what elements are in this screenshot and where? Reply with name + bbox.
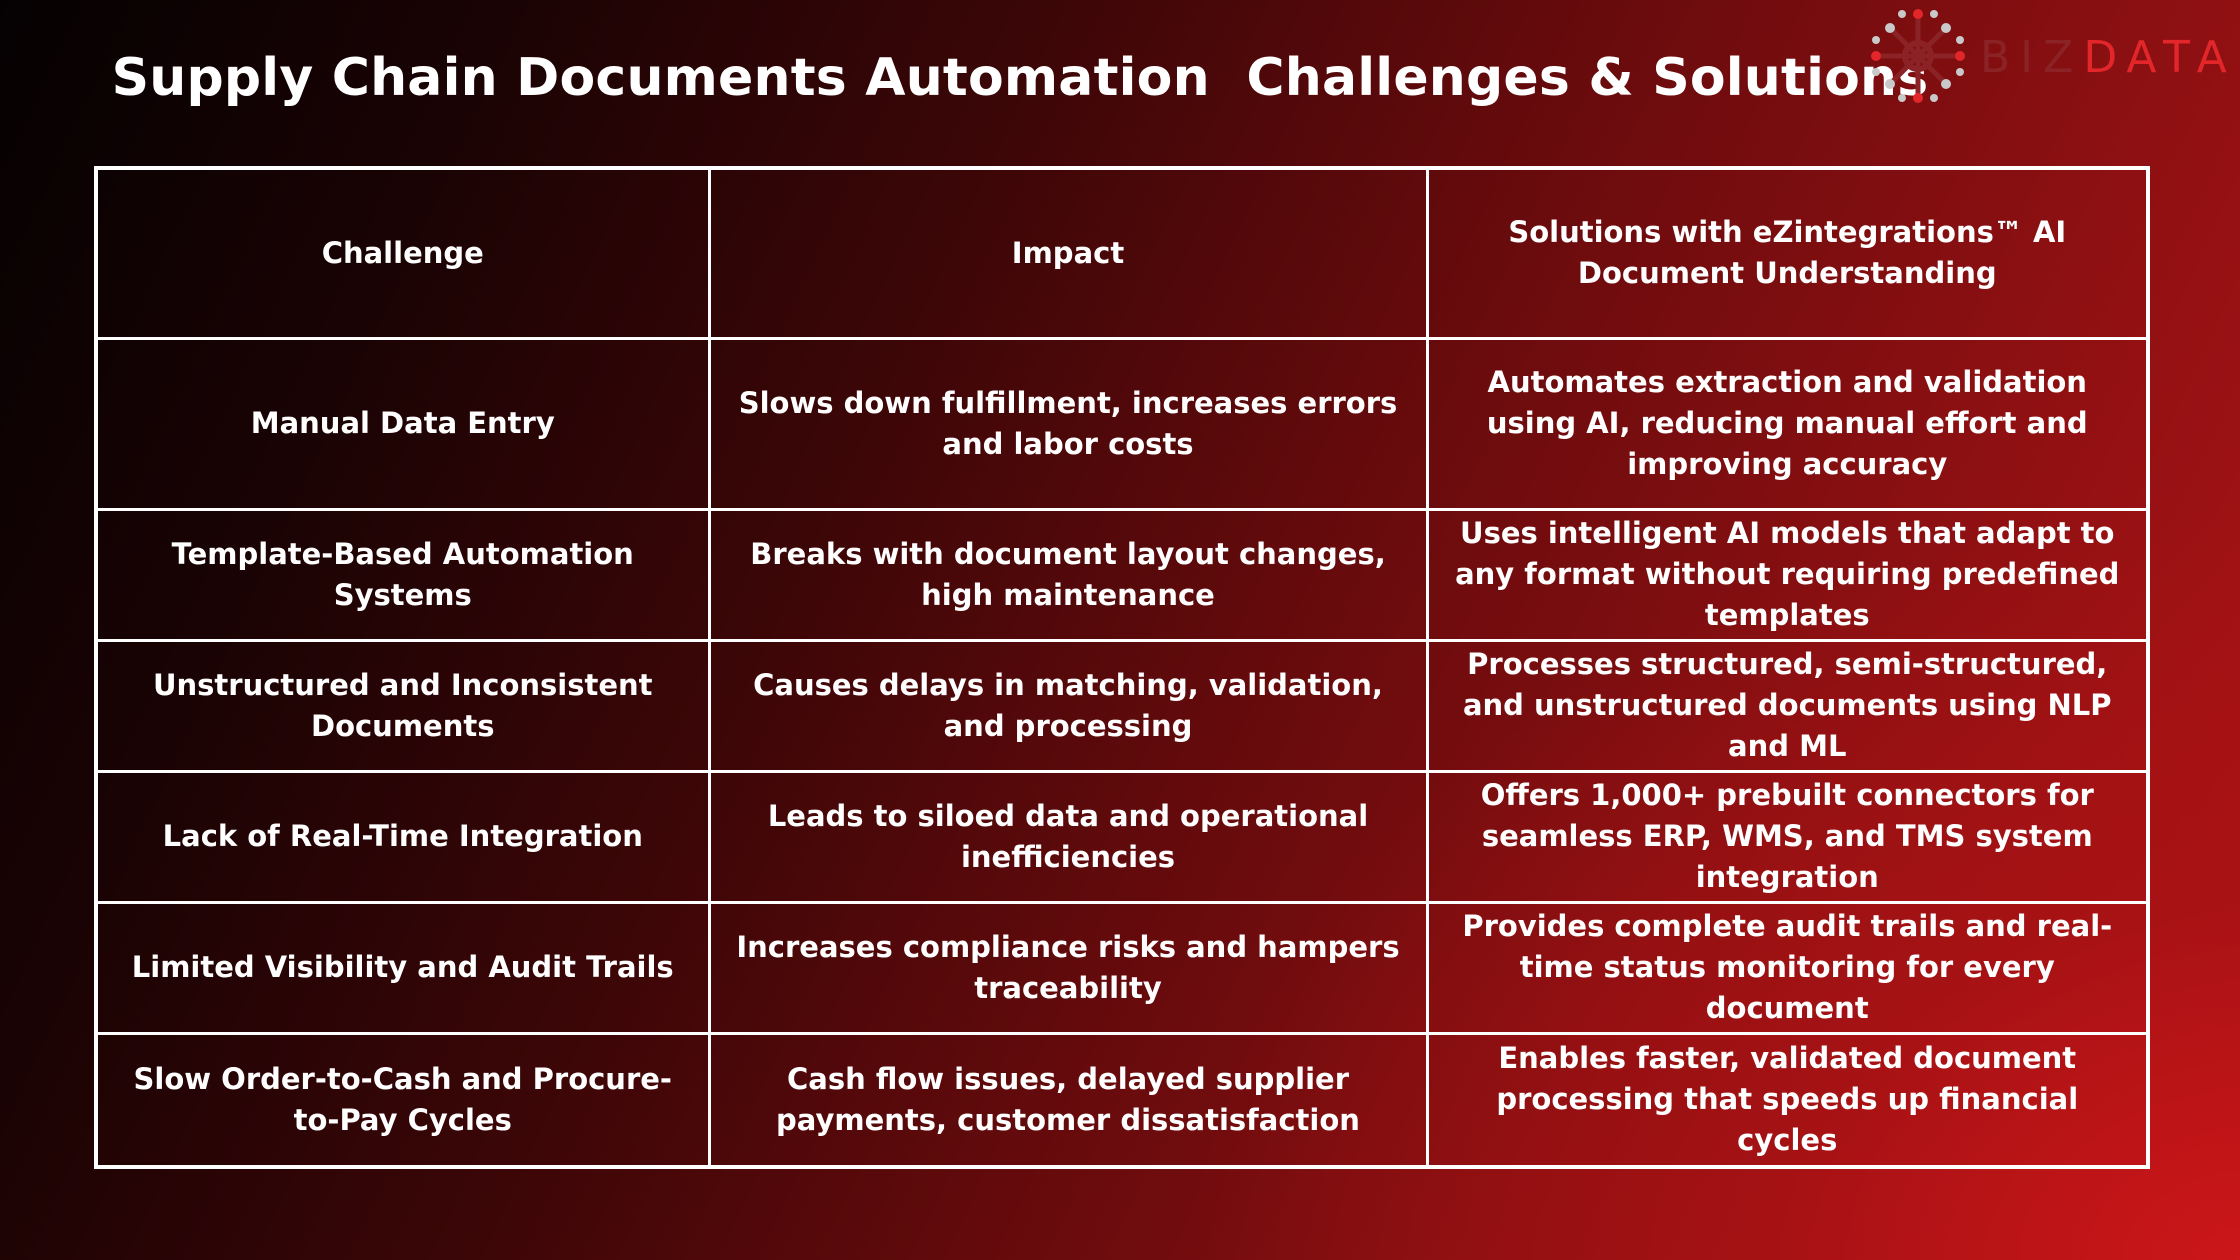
challenge-cell: Slow Order-to-Cash and Procure-to-Pay Cy… [94, 1031, 711, 1169]
impact-cell: Increases compliance risks and hampers t… [707, 900, 1429, 1035]
solution-cell: Enables faster, validated document proce… [1425, 1031, 2150, 1169]
logo-text-biz: BIZ [1980, 32, 2084, 83]
solution-cell: Provides complete audit trails and real-… [1425, 900, 2150, 1035]
challenge-cell: Lack of Real-Time Integration [94, 769, 711, 904]
challenge-cell: Unstructured and Inconsistent Documents [94, 638, 711, 773]
header-impact: Impact [707, 166, 1429, 340]
table-row: Lack of Real-Time Integration Leads to s… [94, 769, 2150, 904]
impact-cell: Cash flow issues, delayed supplier payme… [707, 1031, 1429, 1169]
solution-cell: Automates extraction and validation usin… [1425, 336, 2150, 511]
table-row: Unstructured and Inconsistent Documents … [94, 638, 2150, 773]
logo-wordmark: BIZDATA [1980, 32, 2237, 83]
header-solutions: Solutions with eZintegrations™ AI Docume… [1425, 166, 2150, 340]
challenge-cell: Template-Based Automation Systems [94, 507, 711, 642]
bizdata-logo: BIZDATA [1868, 6, 2240, 106]
table-row: Template-Based Automation Systems Breaks… [94, 507, 2150, 642]
table-row: Manual Data Entry Slows down fulfillment… [94, 336, 2150, 511]
challenges-solutions-table: Challenge Impact Solutions with eZintegr… [94, 166, 2150, 1169]
challenge-cell: Manual Data Entry [94, 336, 711, 511]
header-challenge: Challenge [94, 166, 711, 340]
page-title: Supply Chain Documents Automation Challe… [111, 48, 1929, 108]
impact-cell: Slows down fulfillment, increases errors… [707, 336, 1429, 511]
table-header-row: Challenge Impact Solutions with eZintegr… [94, 166, 2150, 340]
solution-cell: Uses intelligent AI models that adapt to… [1425, 507, 2150, 642]
impact-cell: Causes delays in matching, validation, a… [707, 638, 1429, 773]
impact-cell: Breaks with document layout changes, hig… [707, 507, 1429, 642]
solution-cell: Offers 1,000+ prebuilt connectors for se… [1425, 769, 2150, 904]
impact-cell: Leads to siloed data and operational ine… [707, 769, 1429, 904]
table-row: Limited Visibility and Audit Trails Incr… [94, 900, 2150, 1035]
solution-cell: Processes structured, semi-structured, a… [1425, 638, 2150, 773]
logo-text-data: DATA [2083, 32, 2237, 83]
network-nodes-icon [1871, 9, 1965, 103]
table-row: Slow Order-to-Cash and Procure-to-Pay Cy… [94, 1031, 2150, 1169]
challenge-cell: Limited Visibility and Audit Trails [94, 900, 711, 1035]
